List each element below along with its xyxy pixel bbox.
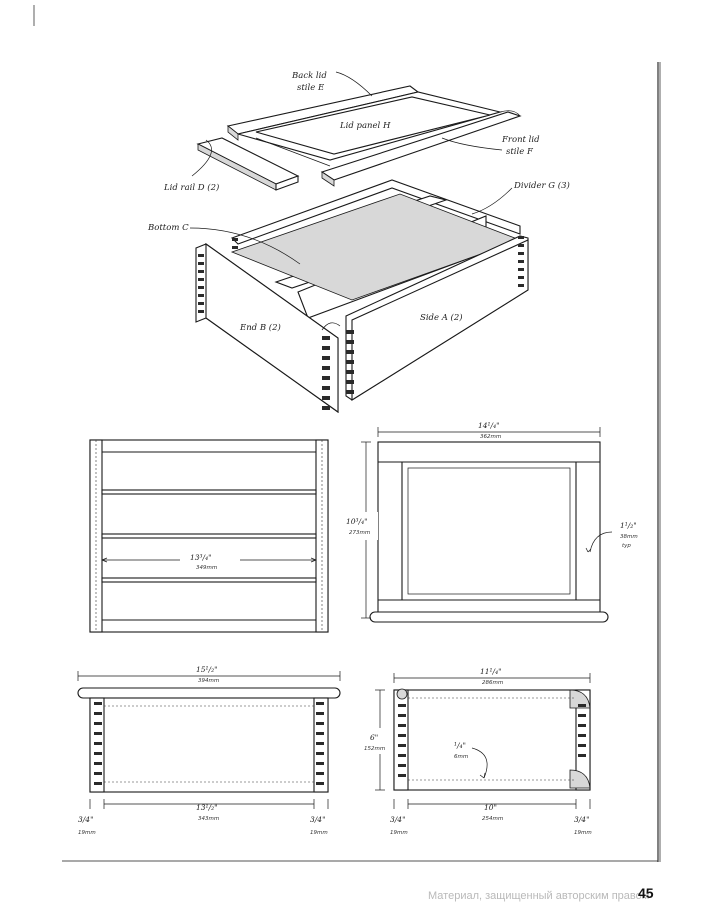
dim-stile-note: typ (622, 543, 631, 549)
label-front-lid-stile-2: stile F (506, 147, 534, 157)
dim-front-right-end-mm: 19mm (310, 830, 328, 836)
dim-front-left-end: 3/4" (78, 815, 94, 824)
dim-front-overall: 15¹/₂" (196, 665, 218, 674)
top-view-lid: 14¹/₄" 362mm 10³/₄" 273mm 1¹/₂" 38mm typ (344, 421, 638, 623)
copyright-watermark: Материал, защищенный авторским правом (428, 890, 650, 902)
dim-lid-width-mm: 362mm (480, 434, 501, 440)
label-side: Side A (2) (420, 312, 463, 323)
dim-lid-depth-mm: 273mm (349, 530, 370, 536)
dim-end-left-end-mm: 19mm (390, 830, 408, 836)
dim-end-overall-mm: 286mm (482, 680, 503, 686)
dim-lid-width: 14¹/₄" (478, 421, 500, 430)
exploded-view: Back lid stile E Lid panel H Front lid s… (147, 71, 570, 414)
front-view: 15¹/₂" 394mm 13¹/₂" 343mm 3/4" 19mm 3/4"… (77, 665, 341, 836)
leader-lines (189, 71, 513, 265)
label-front-lid-stile-1: Front lid (501, 135, 540, 145)
dim-end-inner-mm: 254mm (482, 816, 503, 822)
page-number: 45 (638, 885, 654, 901)
dim-stile: 1¹/₂" (620, 521, 637, 530)
dim-front-overall-mm: 394mm (198, 678, 219, 684)
label-back-lid-stile-1: Back lid (291, 71, 327, 81)
dim-end-height: 6" (370, 733, 378, 742)
label-lid-panel: Lid panel H (339, 121, 391, 131)
lid-rail (196, 137, 300, 191)
dim-end-overall: 11¹/₄" (480, 667, 502, 676)
top-view-box: 13³/₄" 349mm (89, 439, 329, 633)
box-body (195, 179, 529, 414)
dim-end-height-mm: 152mm (364, 746, 385, 752)
end-view: 11¹/₄" 286mm 6" 152mm ¹/₄" 6mm 10" 254mm… (362, 667, 592, 836)
dim-end-right-end-mm: 19mm (574, 830, 592, 836)
dim-end-inner: 10" (484, 803, 497, 812)
dim-stile-mm: 38mm (620, 534, 638, 540)
dim-end-left-end: 3/4" (390, 815, 406, 824)
dim-end-right-end: 3/4" (574, 815, 590, 824)
dim-front-right-end: 3/4" (310, 815, 326, 824)
label-end: End B (2) (239, 322, 281, 333)
label-back-lid-stile-2: stile E (297, 83, 325, 93)
label-bottom: Bottom C (147, 223, 189, 233)
dim-lid-depth: 10³/₄" (346, 517, 368, 526)
label-divider: Divider G (3) (513, 180, 570, 191)
dim-box-length-mm: 349mm (196, 565, 217, 571)
dim-front-left-end-mm: 19mm (78, 830, 96, 836)
lid-assembly (226, 85, 522, 187)
label-lid-rail: Lid rail D (2) (163, 182, 219, 193)
dim-end-groove: ¹/₄" (454, 741, 466, 750)
dim-end-groove-mm: 6mm (454, 754, 468, 760)
dim-front-inner-mm: 343mm (198, 816, 219, 822)
dim-box-length: 13³/₄" (190, 553, 212, 562)
dim-front-inner: 13¹/₂" (196, 803, 218, 812)
